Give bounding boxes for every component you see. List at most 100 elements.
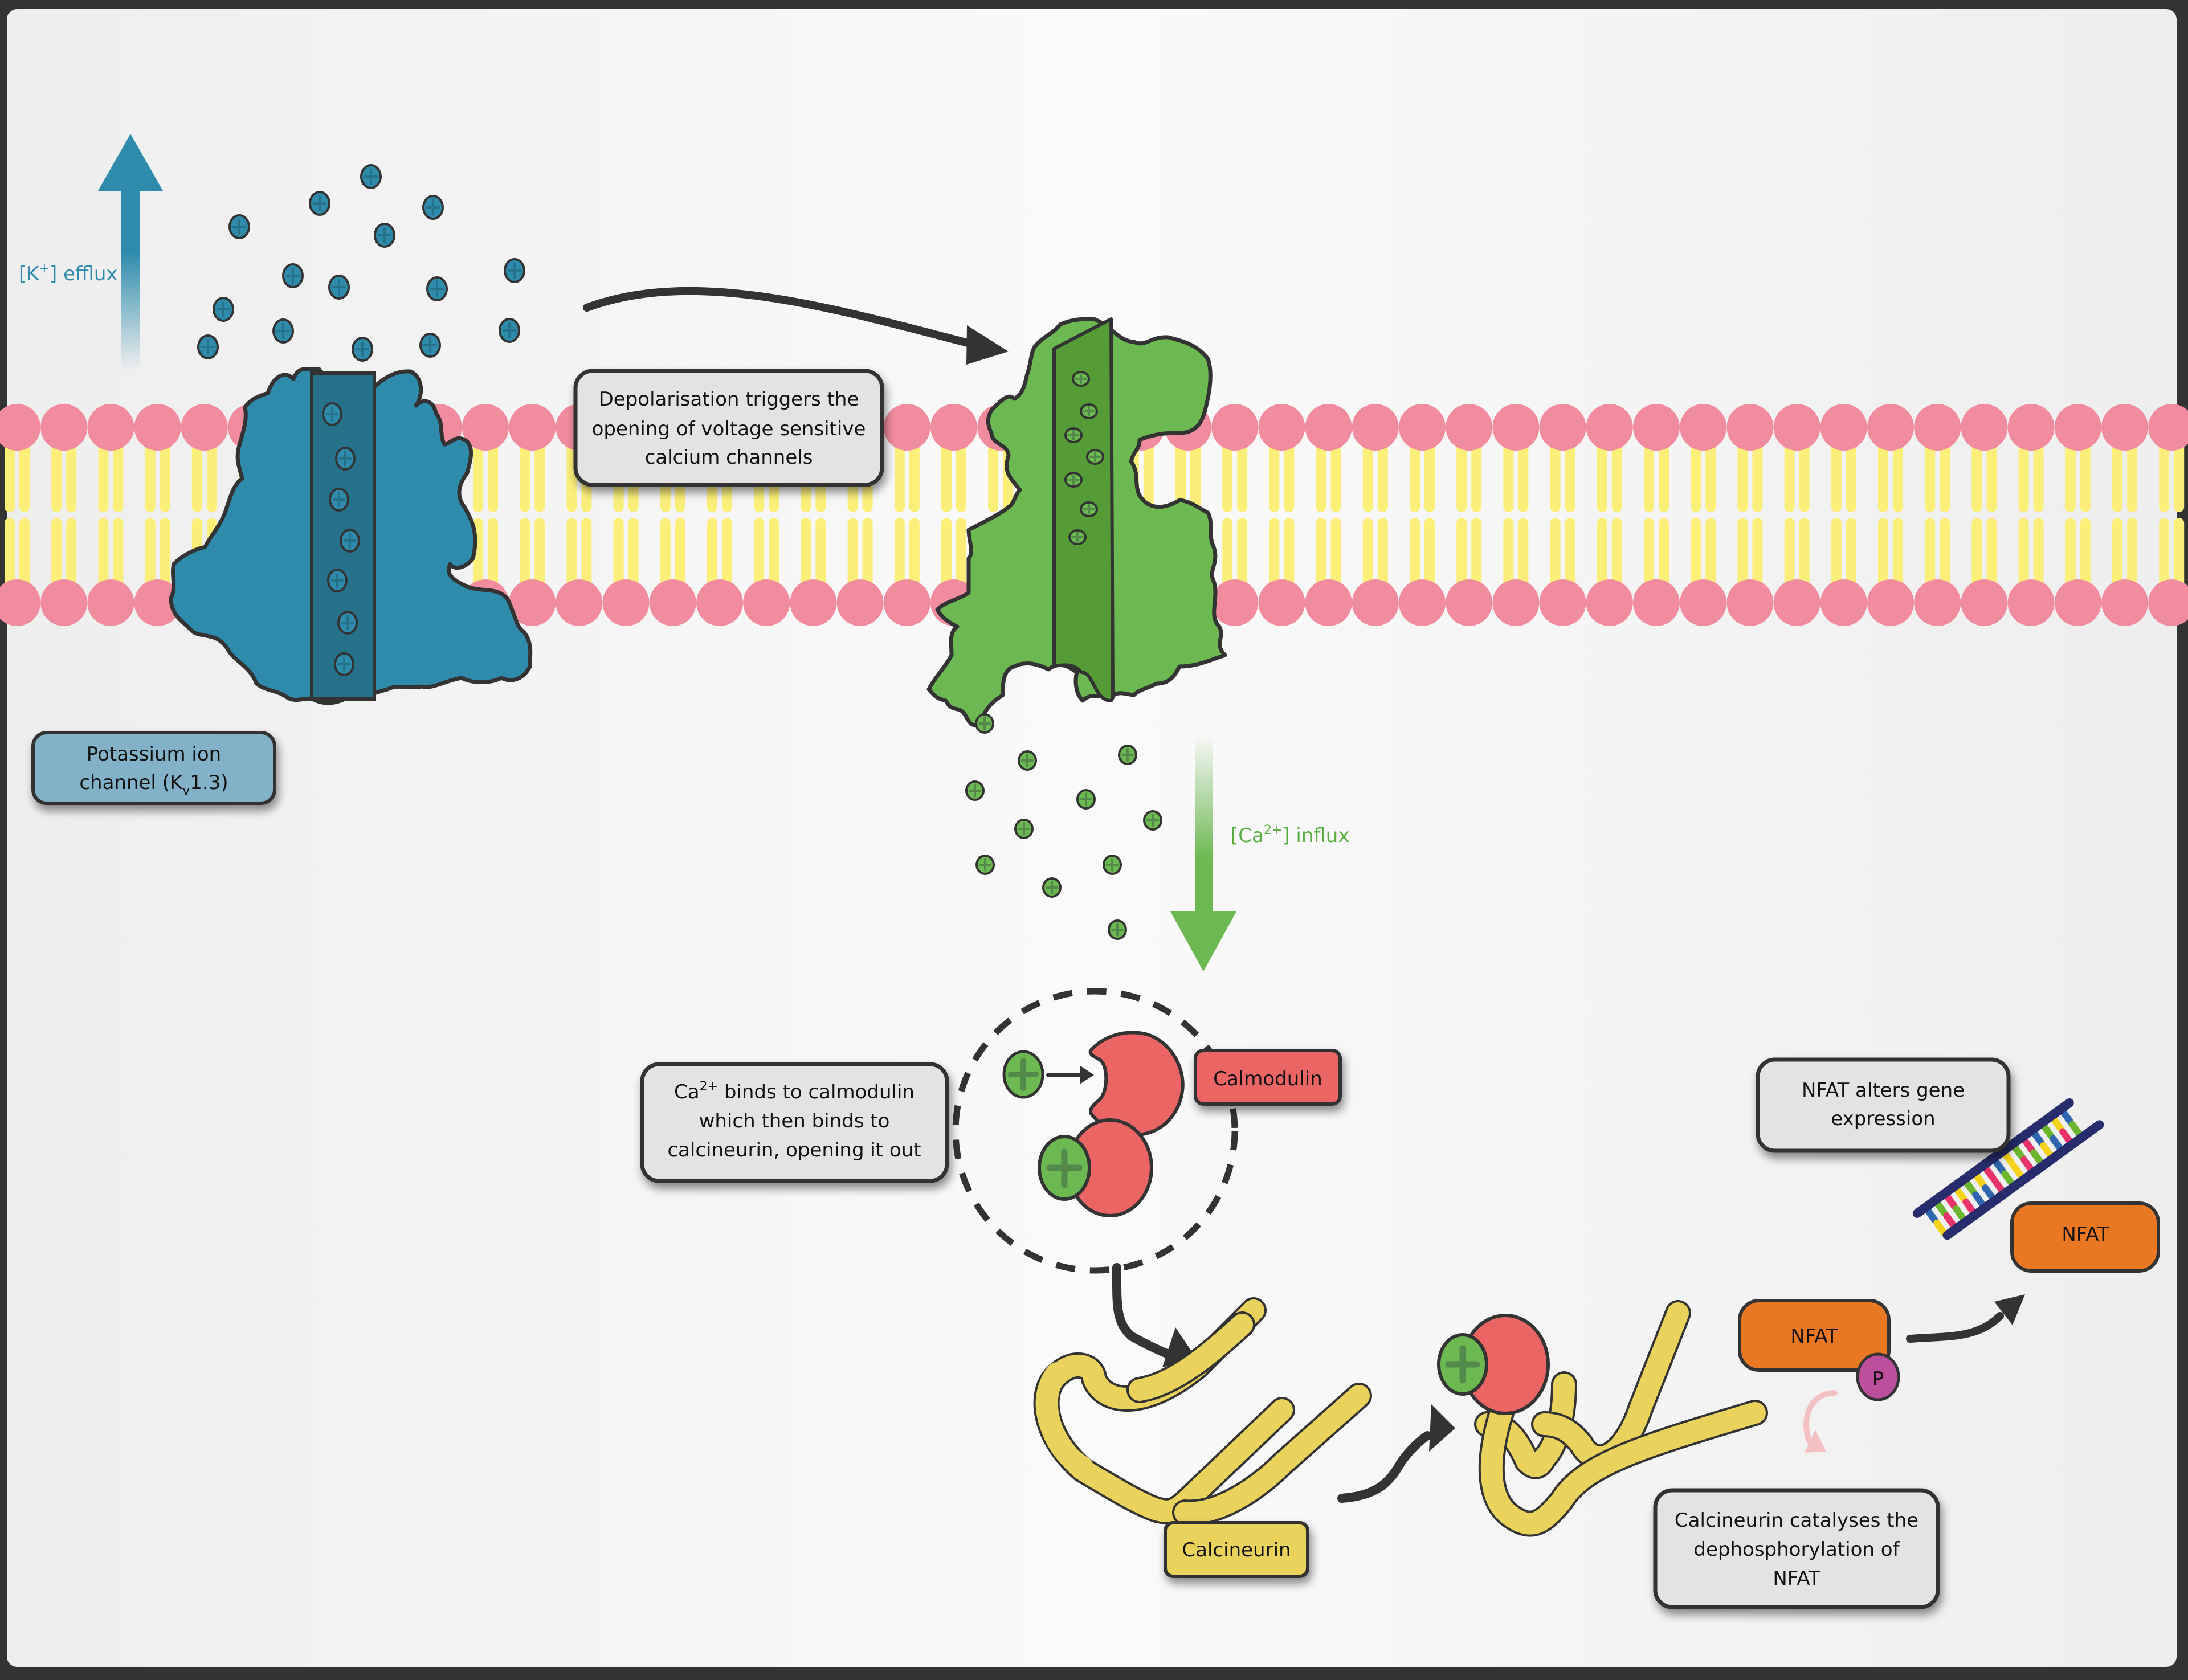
calcium-channel [926,317,1227,727]
lipid-head [1399,579,1446,626]
dna-base [2011,1143,2026,1160]
dephosphorylation-callout-line2: dephosphorylation of [1693,1538,1900,1561]
potassium-ion-in-pore [340,529,360,553]
dna-base [2001,1170,2016,1188]
lipid-head [0,579,40,626]
dna-base [1953,1205,1967,1223]
dna-backbone [1912,1098,2074,1218]
potassium-ion-in-pore [335,447,356,471]
gene-expression-callout [1756,1057,2011,1153]
calcium-ions-inside [965,713,1162,940]
lipid-head [2054,579,2101,626]
dna-base [2001,1150,2016,1168]
lipid-head [2148,404,2188,451]
lipid-head [87,404,134,451]
potassium-ion [499,318,520,343]
dephosphorylation-callout-line3: NFAT [1773,1567,1820,1590]
lipid-head [1539,579,1586,626]
potassium-ion-in-pore [327,569,348,592]
lipid-head [1867,404,1914,451]
dna-double-helix [1912,1098,2104,1240]
potassium-ion [422,195,444,220]
dna-base [2030,1149,2045,1167]
potassium-ion [352,337,373,362]
background-panel [7,9,2177,1667]
calmodulin-callout-line1: Ca2+ binds to calmodulin [674,1080,915,1103]
calcium-ion-in-pore [1086,449,1104,465]
dna-base [2020,1156,2035,1174]
potassium-ion [419,333,441,358]
lipid-head [790,579,837,626]
potassium-ion [504,258,525,283]
calmodulin-label [1194,1049,1342,1106]
calcium-ion-free [1002,1050,1044,1099]
arrow-to-active-calcineurin [1337,1404,1455,1503]
lipid-head [883,404,930,451]
lipid-head [2054,404,2101,451]
lipid-head [1961,404,2008,451]
dna-base [1991,1157,2006,1175]
potassium-channel-label [31,731,276,805]
dna-base [1943,1192,1958,1210]
lipid-head [509,404,556,451]
dna-backbone [1942,1120,2104,1240]
lipid-head [836,579,884,626]
lipid-head [1680,404,1727,451]
lipid-head [2007,404,2055,451]
potassium-ion-in-pore [334,652,354,676]
dna-base [1943,1212,1958,1230]
nfat-phosphorylated: NFAT P [1738,1299,1900,1401]
lipid-head [134,404,181,451]
potassium-ion-in-pore [337,611,358,635]
calcium-ion-in-pore [1064,427,1083,443]
potassium-ion [328,275,350,300]
lipid-head [1305,404,1352,451]
lipid-head [1633,404,1680,451]
potassium-ion [309,191,330,216]
calcium-ion [1018,750,1037,771]
dna-base [2011,1163,2026,1180]
lipid-head [1352,579,1399,626]
depolarisation-callout [573,369,884,487]
lipid-head [602,579,650,626]
dna-base [2020,1136,2035,1154]
calcium-ion-in-pore [1080,403,1098,419]
calmodulin-callout [640,1062,949,1183]
lipid-head [1680,579,1727,626]
gene-expression-callout-line1: NFAT alters gene [1802,1079,1965,1102]
lipid-head [649,579,696,626]
calcium-ion [965,780,985,801]
lipid-head [0,404,40,451]
lipid-head [1773,579,1820,626]
dna-base [1933,1219,1948,1237]
calmodulin-callout-line3: calcineurin, opening it out [667,1139,921,1162]
dna-base [2040,1142,2055,1159]
nfat-active: NFAT [2010,1201,2160,1273]
lipid-head [2148,579,2188,626]
calcineurin-closed [1033,1297,1372,1526]
lipid-head [2101,579,2148,626]
lipid-head [883,579,930,626]
dna-base [2069,1121,2084,1138]
lipid-head [1961,579,2008,626]
calcineurin-label-text: Calcineurin [1182,1539,1291,1562]
potassium-ion [272,318,294,344]
lipid-head [2007,579,2055,626]
lipid-head [1211,404,1259,451]
calcium-ion [975,713,994,734]
depolarisation-callout-line2: opening of voltage sensitive [592,418,866,440]
dephosphorylation-arrow [1803,1390,1838,1453]
potassium-ion [228,214,250,239]
dna-base [1991,1177,2006,1195]
lipid-head [1820,404,1867,451]
potassium-ion [197,334,219,359]
lipid-head [1446,579,1493,626]
dephosphorylation-callout [1653,1488,1940,1609]
calcium-ion-in-pore [1064,472,1083,488]
potassium-channel-label-line2: channel (Kv1.3) [79,771,228,798]
lipid-head [2101,404,2148,451]
lipid-head [1211,579,1259,626]
lipid-head [1539,404,1586,451]
lipid-head [1633,579,1680,626]
lipid-head [134,579,181,626]
